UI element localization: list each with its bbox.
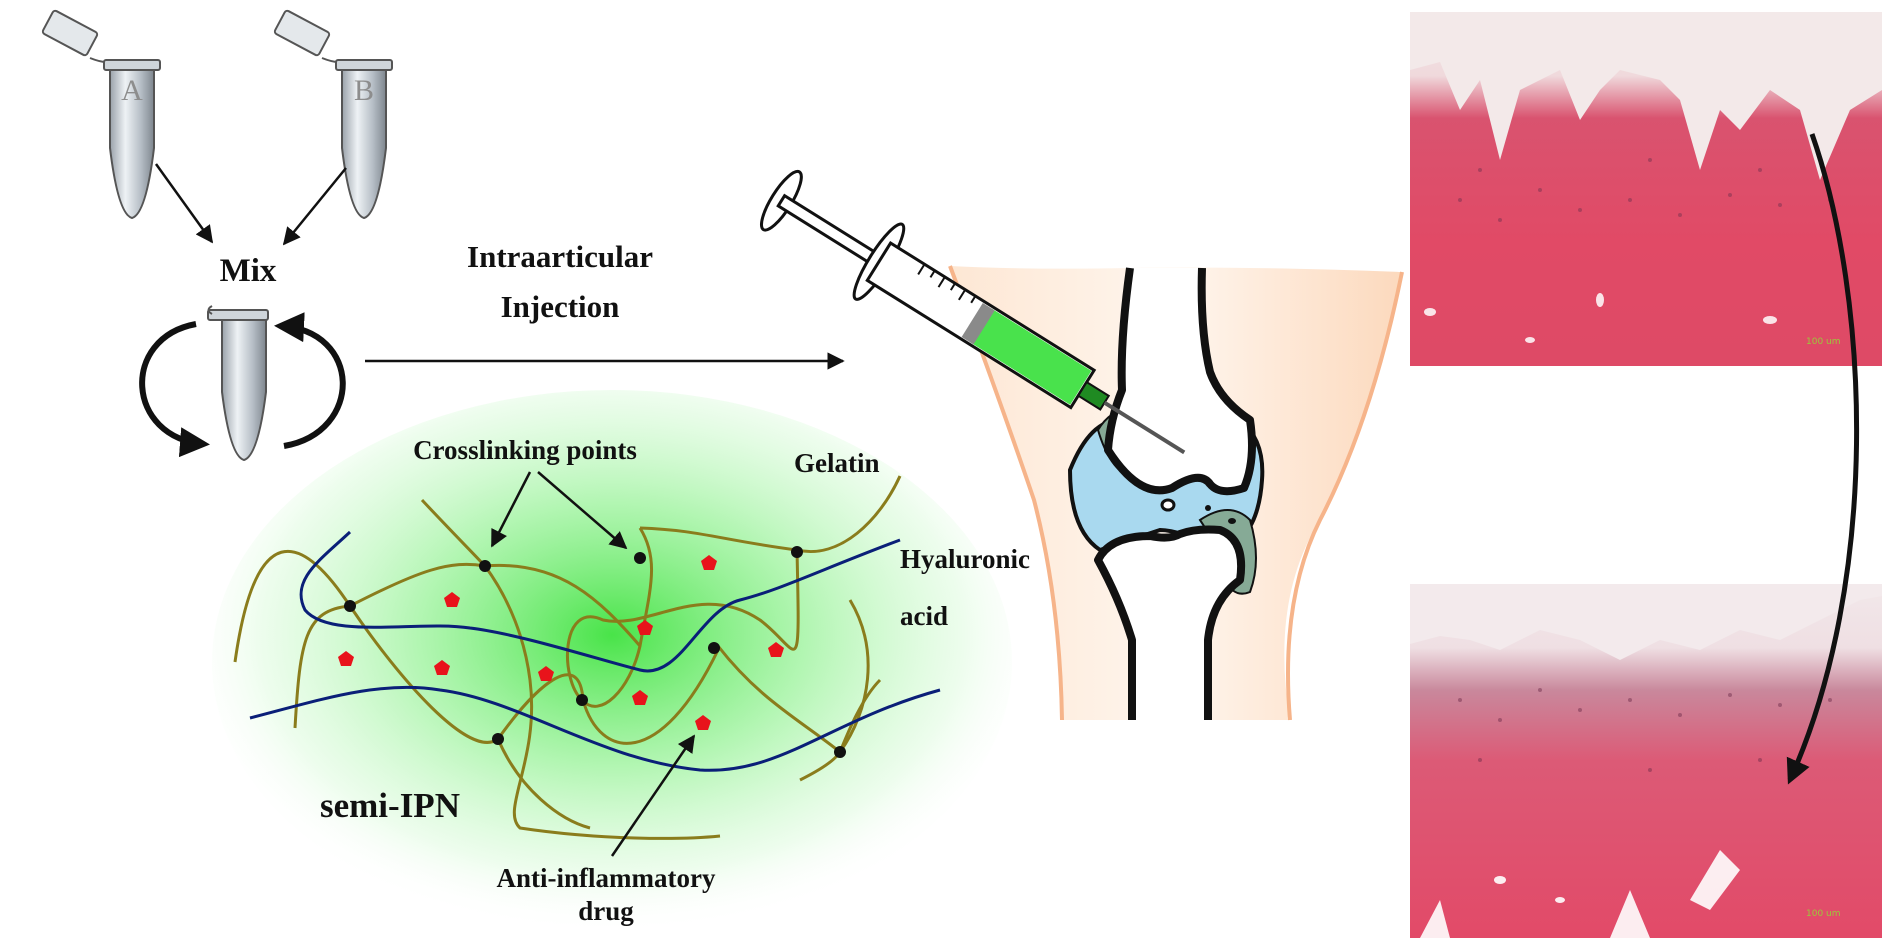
- drug-molecule: [637, 620, 653, 635]
- crosslinking-label: Crosslinking points: [413, 435, 637, 465]
- mix-rotation-arrow-right: [274, 312, 346, 449]
- histology-bottom: 100 um: [1410, 584, 1882, 938]
- drug-arrow: [610, 734, 696, 857]
- syringe: [760, 169, 1186, 455]
- drug-molecule: [444, 592, 460, 607]
- injection-label-line2: Injection: [501, 289, 620, 324]
- semi-ipn-label: semi-IPN: [320, 786, 460, 825]
- histology-transition-arrow: [1786, 133, 1860, 785]
- drug-molecule: [434, 660, 450, 675]
- drug-molecule: [701, 555, 717, 570]
- gelatin-strand: [566, 527, 800, 708]
- hyaluronic-strand: [299, 530, 901, 673]
- femur: [1104, 267, 1256, 496]
- mix-tube: [207, 305, 269, 462]
- drug-molecule: [768, 642, 784, 657]
- drug-molecule: [338, 651, 354, 666]
- hyaluronic-label-line1: Hyaluronic: [900, 544, 1030, 574]
- crosslink-point: [576, 694, 588, 706]
- crosslinking-points: [344, 546, 846, 758]
- histology-top-scale: 100 um: [1806, 337, 1841, 347]
- crosslink-point: [492, 733, 504, 745]
- gelatin-strand: [293, 562, 642, 729]
- tube-b-letter: B: [354, 74, 374, 107]
- drug-label-line2: drug: [578, 896, 634, 926]
- drug-molecule: [632, 690, 648, 705]
- crosslink-point: [344, 600, 356, 612]
- tube-a-arrow: [154, 163, 214, 244]
- crosslink-point: [479, 560, 491, 572]
- crosslink-point: [708, 642, 720, 654]
- crosslinking-arrow-left: [490, 471, 532, 548]
- crosslink-point: [834, 746, 846, 758]
- crosslink-point: [791, 546, 803, 558]
- tibia: [1094, 525, 1245, 720]
- histology-top: 100 um: [1410, 12, 1882, 366]
- gelatin-strand: [496, 738, 591, 830]
- mix-rotation-arrow-left: [139, 321, 210, 458]
- crosslinking-arrow-right: [537, 471, 628, 550]
- tube-b: B: [273, 9, 393, 220]
- gelatin-strand: [420, 498, 721, 840]
- histology-bottom-scale: 100 um: [1806, 909, 1841, 919]
- injection-label-line1: Intraarticular: [467, 239, 653, 274]
- hyaluronic-strands: [249, 530, 941, 772]
- drug-molecule: [538, 666, 554, 681]
- drug-molecules: [338, 555, 784, 730]
- tube-a-letter: A: [121, 74, 143, 107]
- hyaluronic-strand: [249, 685, 941, 772]
- gelatin-label: Gelatin: [794, 448, 880, 478]
- mix-label: Mix: [220, 253, 277, 289]
- tube-a: A: [41, 9, 161, 220]
- crosslink-point: [634, 552, 646, 564]
- tube-b-arrow: [282, 167, 347, 246]
- drug-label-line1: Anti-inflammatory: [497, 863, 716, 893]
- drug-molecule: [695, 715, 711, 730]
- hyaluronic-label-line2: acid: [900, 601, 948, 631]
